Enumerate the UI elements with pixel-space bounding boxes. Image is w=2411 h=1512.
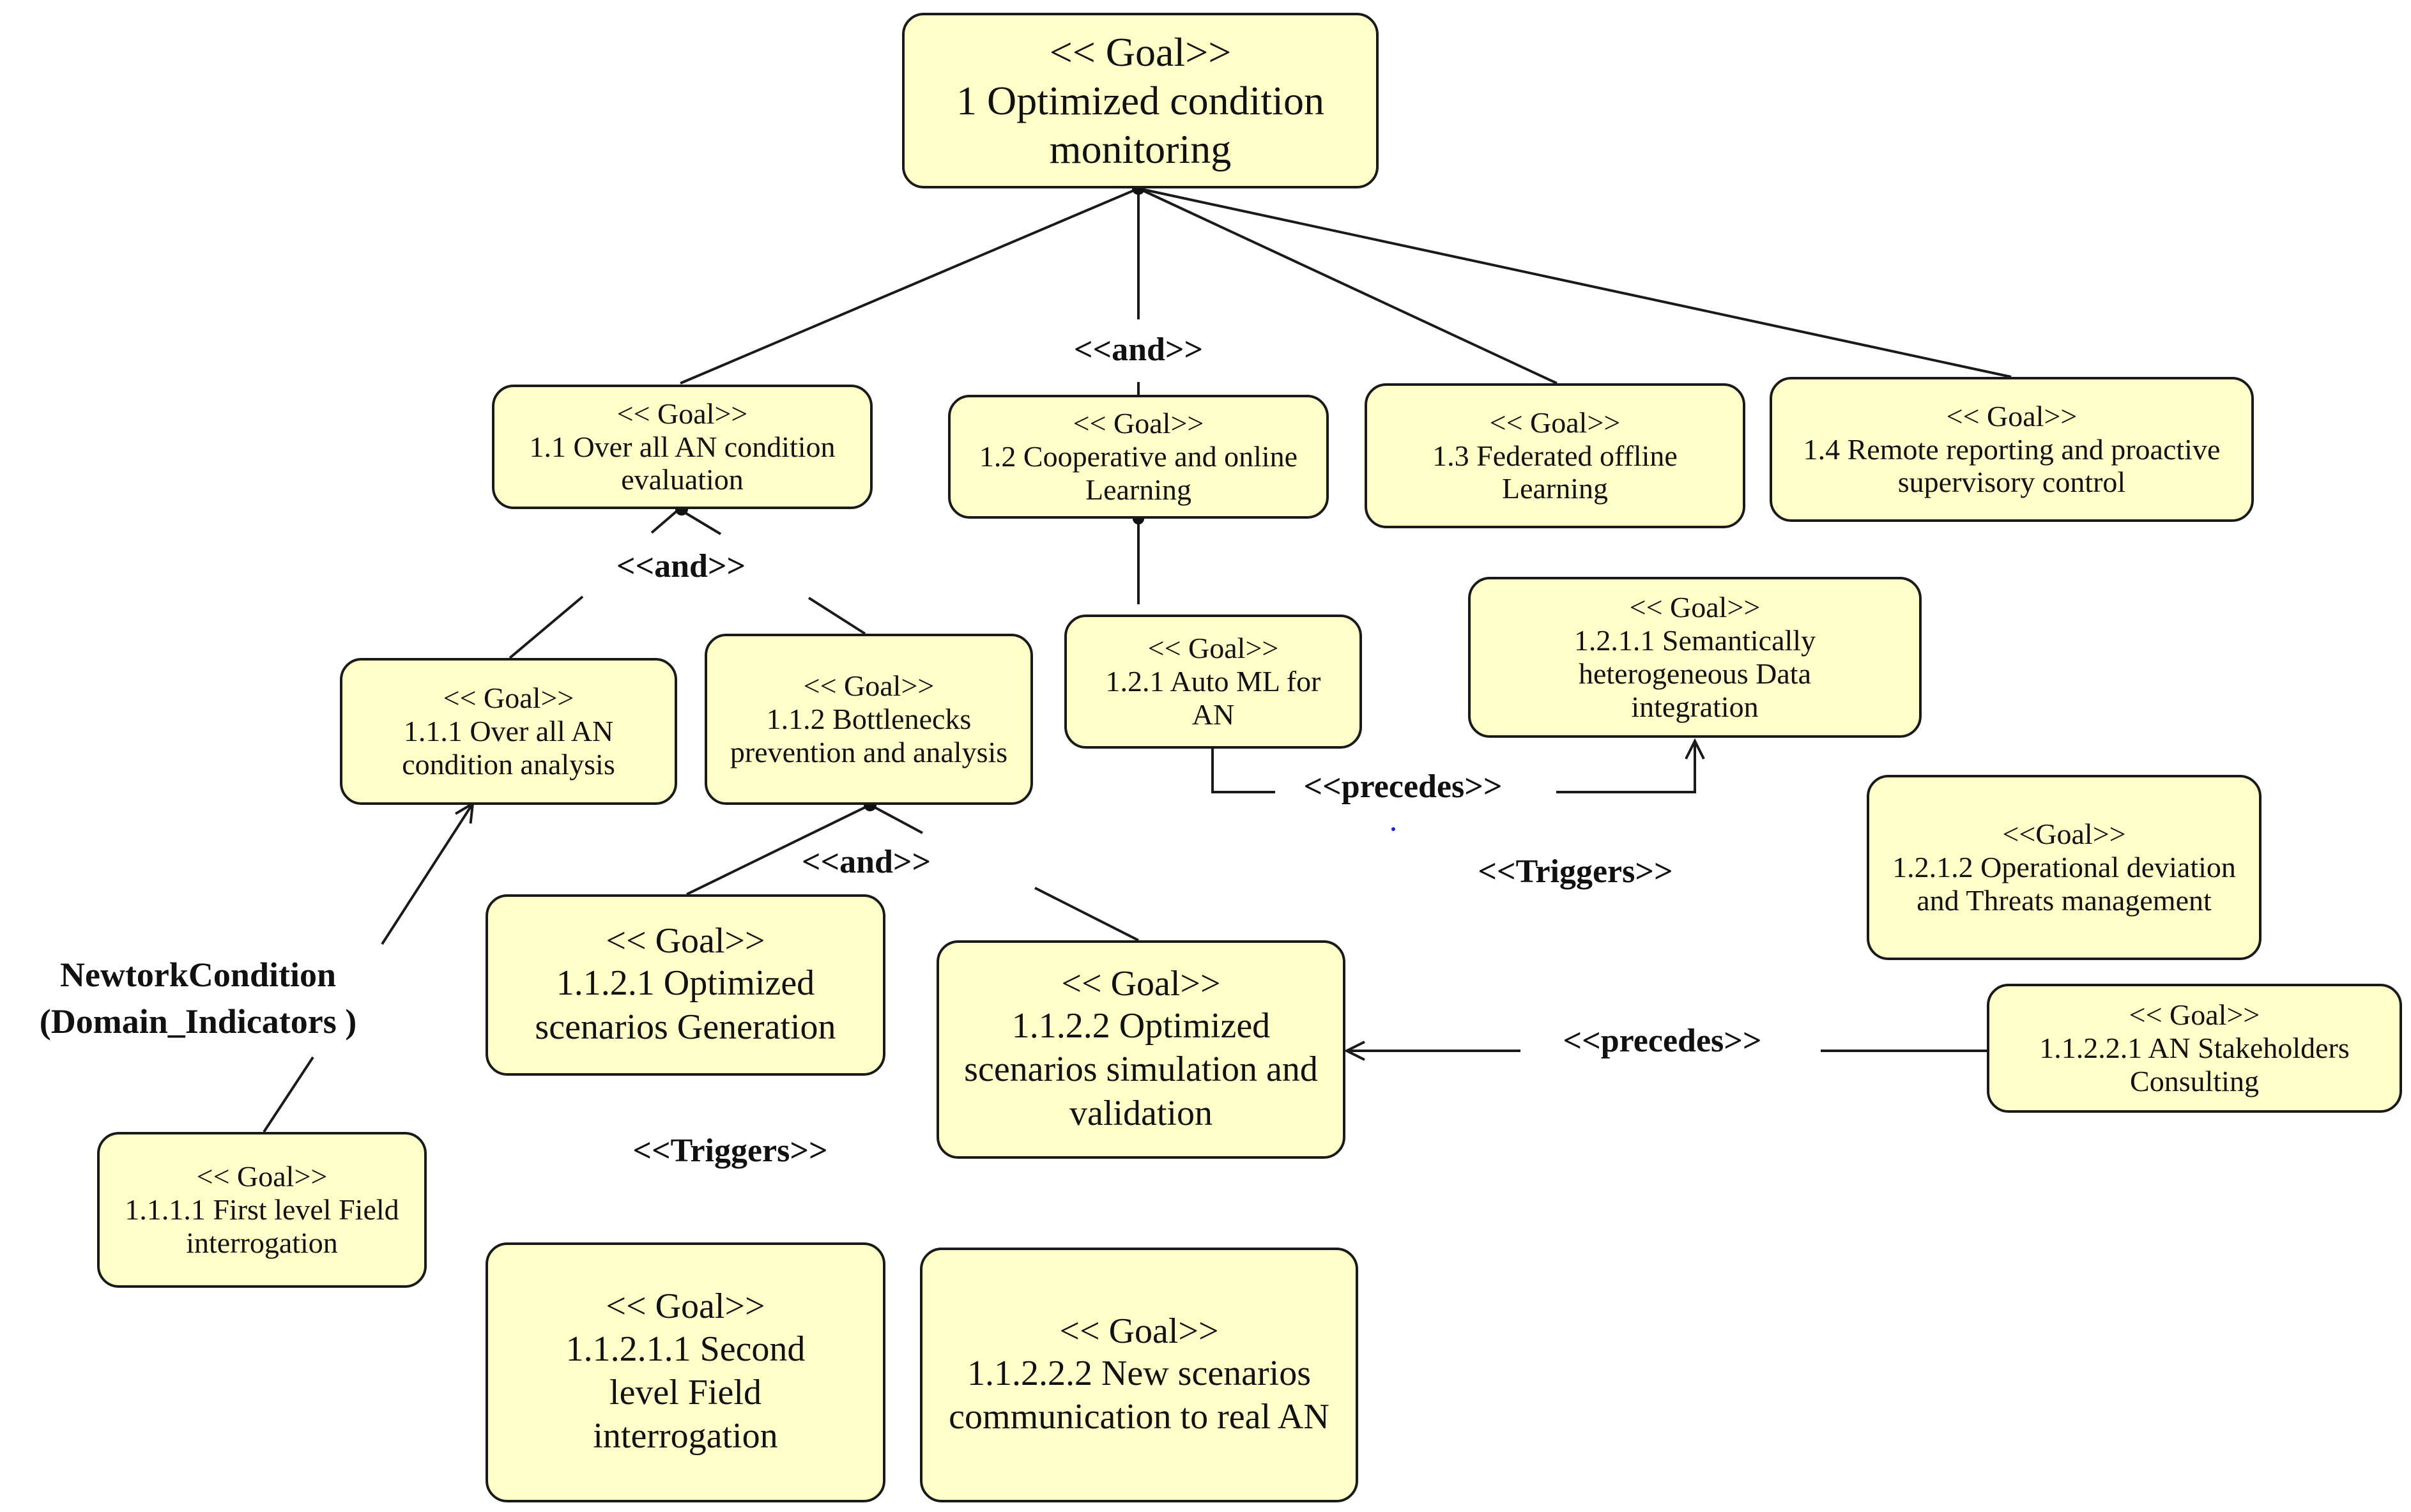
edge-1-to-1-1 <box>680 187 1139 385</box>
goal-stereotype: << Goal>> <box>803 669 935 703</box>
goal-stereotype: << Goal>> <box>1946 399 2078 432</box>
relation-and-1-1: <<and>> <box>612 550 750 583</box>
edge-1-1-to-1-1-2 <box>807 597 866 635</box>
edge-domain-to-1-1-1-1 <box>263 1056 314 1133</box>
edge-1-1-2-to-1-1-2-2 <box>1034 887 1139 942</box>
edge-domain-to-1-1-1 <box>381 804 473 945</box>
goal-stereotype: << Goal>> <box>1147 632 1279 665</box>
goal-label: 1.1.2.1 Optimized scenarios Generation <box>535 963 836 1047</box>
goal-label: 1.3 Federated offline Learning <box>1432 439 1678 505</box>
edge-1-1-to-1-1-1 <box>509 595 584 659</box>
goal-label: 1.1 Over all AN condition evaluation <box>529 430 836 496</box>
goal-1-1-1[interactable]: << Goal>> 1.1.1 Over all AN condition an… <box>340 658 677 805</box>
goal-label: 1.1.1 Over all AN condition analysis <box>402 715 615 781</box>
goal-label: 1.1.2.2 Optimized scenarios simulation a… <box>964 1006 1318 1133</box>
goal-label: 1.1.1.1 First level Field interrogation <box>125 1193 399 1259</box>
goal-stereotype: << Goal>> <box>1049 29 1232 75</box>
goal-stereotype: << Goal>> <box>606 1287 765 1327</box>
goal-1-3[interactable]: << Goal>> 1.3 Federated offline Learning <box>1365 383 1745 528</box>
edge-precedes-1-2-1-to-1-2-1-1 <box>1211 749 1275 793</box>
goal-stereotype: << Goal>> <box>616 397 748 430</box>
domain-indicator-label: NewtorkCondition (Domain_Indicators ) <box>0 952 396 1045</box>
goal-label: 1.2.1.2 Operational deviation and Threat… <box>1892 851 2236 917</box>
relation-precedes-lower: <<precedes>> <box>1559 1025 1766 1058</box>
goal-stereotype: << Goal>> <box>196 1160 328 1193</box>
goal-1-4[interactable]: << Goal>> 1.4 Remote reporting and proac… <box>1770 377 2254 522</box>
goal-1-2-1-2[interactable]: <<Goal>> 1.2.1.2 Operational deviation a… <box>1867 775 2262 960</box>
goal-stereotype: << Goal>> <box>606 921 765 961</box>
relation-and-1-1-2: <<and>> <box>797 846 935 879</box>
goal-label: 1.2.1.1 Semantically heterogeneous Data … <box>1573 624 1816 723</box>
domain-indicator-type: (Domain_Indicators ) <box>39 1002 357 1041</box>
goal-stereotype: << Goal>> <box>1061 963 1221 1004</box>
goal-1-1-2[interactable]: << Goal>> 1.1.2 Bottlenecks prevention a… <box>705 634 1033 805</box>
goal-1-1-2-2-1[interactable]: << Goal>> 1.1.2.2.1 AN Stakeholders Cons… <box>1987 984 2402 1113</box>
goal-1-2-1[interactable]: << Goal>> 1.2.1 Auto ML for AN <box>1064 615 1362 749</box>
domain-indicator-name: NewtorkCondition <box>59 956 337 994</box>
edge-1-1-and-left <box>650 508 680 534</box>
goal-1-1-2-2-2[interactable]: << Goal>> 1.1.2.2.2 New scenarios commun… <box>920 1248 1358 1502</box>
goal-1-2[interactable]: << Goal>> 1.2 Cooperative and online Lea… <box>948 395 1329 519</box>
goal-label: 1 Optimized condition monitoring <box>956 78 1324 172</box>
relation-and-root: <<and>> <box>1069 333 1207 367</box>
goal-1-1-1-1[interactable]: << Goal>> 1.1.1.1 First level Field inte… <box>97 1132 427 1288</box>
edge-precedes-1-2-1-to-1-2-1-1-b <box>1556 741 1695 793</box>
goal-label: 1.4 Remote reporting and proactive super… <box>1803 432 2221 499</box>
goal-stereotype: << Goal>> <box>2129 998 2260 1032</box>
goal-label: 1.2 Cooperative and online Learning <box>979 440 1298 506</box>
goal-stereotype: << Goal>> <box>1073 407 1204 440</box>
relation-triggers-right: <<Triggers>> <box>1478 853 1673 890</box>
edge-1-to-1-4 <box>1138 187 2012 378</box>
edge-1-1-2-to-1-1-2-1 <box>686 804 871 896</box>
goal-label: 1.1.2 Bottlenecks prevention and analysi… <box>730 703 1008 768</box>
goal-stereotype: <<Goal>> <box>2002 818 2126 851</box>
goal-stereotype: << Goal>> <box>1489 406 1621 439</box>
goal-1-2-1-1[interactable]: << Goal>> 1.2.1.1 Semantically heterogen… <box>1468 577 1922 738</box>
goal-1-1-2-1-1[interactable]: << Goal>> 1.1.2.1.1 Second level Field i… <box>486 1242 885 1502</box>
goal-label: 1.1.2.1.1 Second level Field interrogati… <box>565 1329 806 1456</box>
relation-triggers-left: <<Triggers>> <box>632 1133 828 1169</box>
stray-dot <box>1391 827 1395 831</box>
edge-1-1-2-and-right <box>869 804 923 834</box>
goal-1-1-2-1[interactable]: << Goal>> 1.1.2.1 Optimized scenarios Ge… <box>486 894 885 1076</box>
goal-1[interactable]: << Goal>> 1 Optimized condition monitori… <box>902 13 1379 188</box>
relation-precedes-upper: <<precedes>> <box>1299 770 1506 804</box>
goal-label: 1.2.1 Auto ML for AN <box>1105 665 1321 731</box>
goal-stereotype: << Goal>> <box>1629 591 1761 624</box>
goal-label: 1.1.2.2.2 New scenarios communication to… <box>949 1353 1329 1437</box>
goal-1-1[interactable]: << Goal>> 1.1 Over all AN condition eval… <box>492 385 873 509</box>
goal-label: 1.1.2.2.1 AN Stakeholders Consulting <box>2039 1032 2350 1097</box>
edge-1-to-1-3 <box>1138 187 1558 385</box>
goal-stereotype: << Goal>> <box>1059 1311 1219 1351</box>
goal-1-1-2-2[interactable]: << Goal>> 1.1.2.2 Optimized scenarios si… <box>937 940 1345 1159</box>
goal-stereotype: << Goal>> <box>443 682 574 715</box>
